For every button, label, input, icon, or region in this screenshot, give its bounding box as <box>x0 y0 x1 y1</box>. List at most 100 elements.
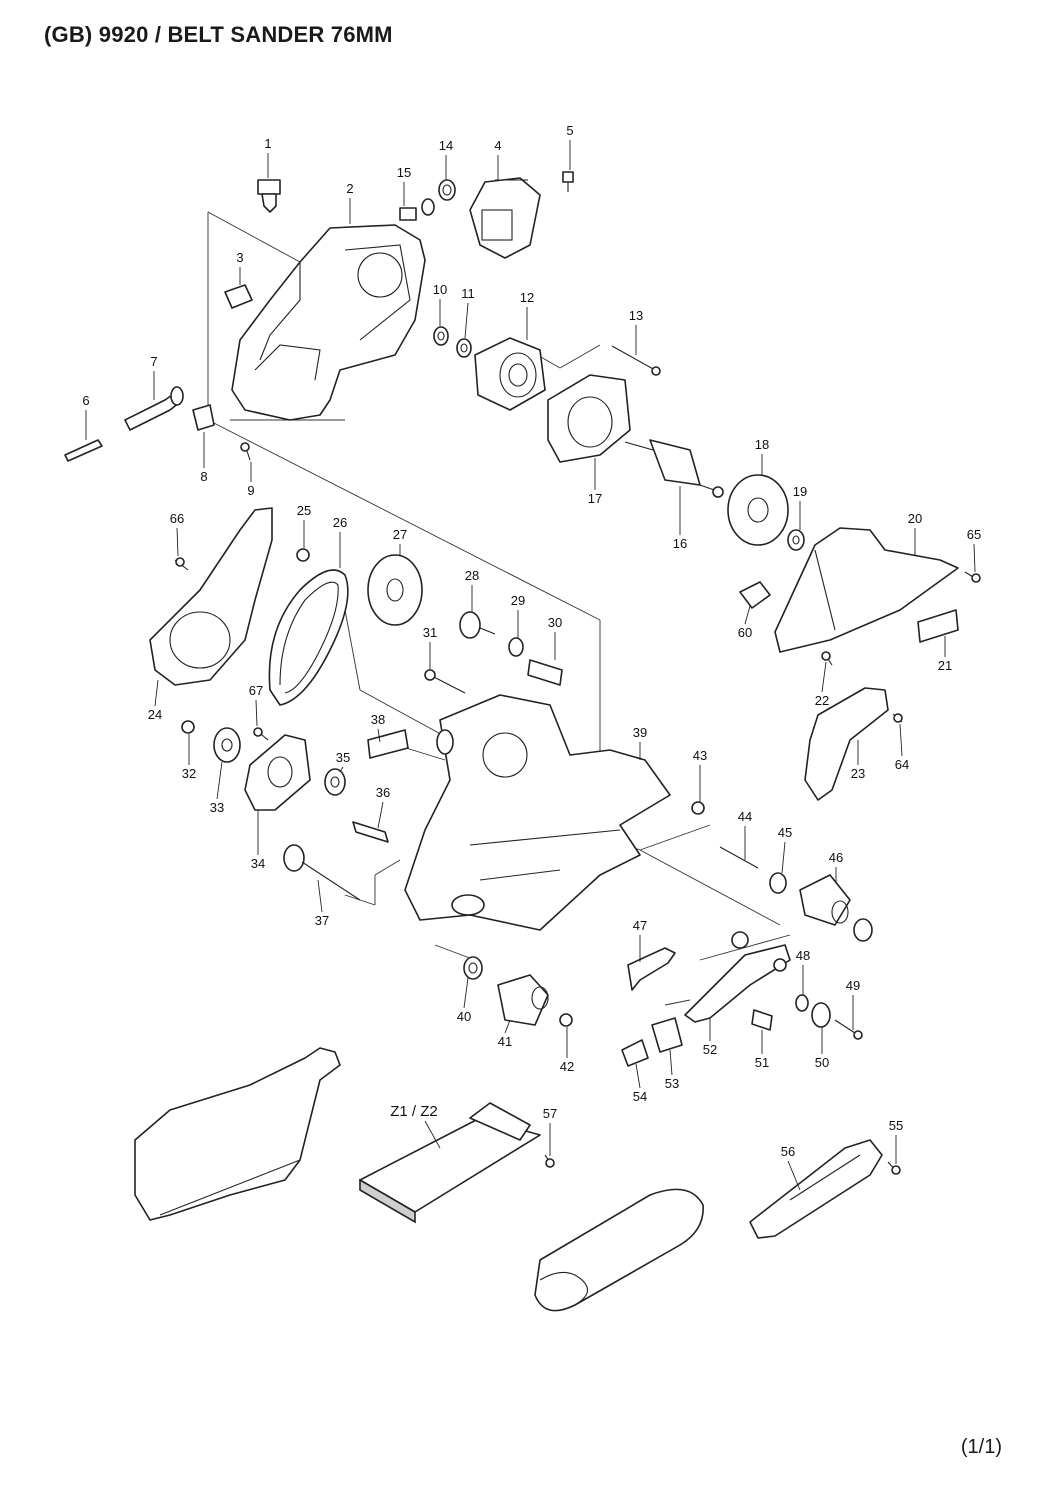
roller-part-46 <box>799 874 873 942</box>
callout-42: 42 <box>560 1059 574 1074</box>
callout-34: 34 <box>251 856 265 871</box>
callout-40: 40 <box>457 1009 471 1024</box>
spring-part-54 <box>621 1039 649 1067</box>
page-number: (1/1) <box>960 1436 1002 1458</box>
callout-7: 7 <box>150 354 157 369</box>
retaining-ring-part-43 <box>691 801 705 815</box>
roller-part-41 <box>497 974 549 1026</box>
callout-49: 49 <box>846 978 860 993</box>
carbon-brush-part <box>257 179 281 213</box>
callout-5: 5 <box>566 123 573 138</box>
base-plate-accessory <box>359 1102 541 1224</box>
brush-part-15 <box>399 198 435 221</box>
rear-cover-part <box>469 177 541 259</box>
nut-part-25 <box>296 548 310 562</box>
callout-52: 52 <box>703 1042 717 1057</box>
callout-8: 8 <box>200 469 207 484</box>
brush-cap-part <box>438 179 456 201</box>
callout-4: 4 <box>494 138 501 153</box>
nut-part-42 <box>559 1013 573 1027</box>
callout-15: 15 <box>397 165 411 180</box>
screw-part-64 <box>892 713 903 723</box>
pulley-part-33 <box>213 727 241 763</box>
callout-38: 38 <box>371 712 385 727</box>
strain-relief-part-7 <box>124 386 184 431</box>
field-coil-part <box>474 337 546 411</box>
cord-clamp-part <box>192 404 215 431</box>
switch-part <box>224 284 253 309</box>
bearing-box-part <box>244 734 311 811</box>
sleeve-part-53 <box>651 1017 683 1053</box>
callout-16: 16 <box>673 536 687 551</box>
screw-part-13 <box>611 345 661 376</box>
callout-31: 31 <box>423 625 437 640</box>
callout-25: 25 <box>297 503 311 518</box>
callout-56: 56 <box>781 1144 795 1159</box>
callout-33: 33 <box>210 800 224 815</box>
callout-43: 43 <box>693 748 707 763</box>
callout-2: 2 <box>346 181 353 196</box>
spring-part-30 <box>527 659 563 686</box>
callout-65: 65 <box>967 527 981 542</box>
dust-bag-accessory <box>134 1047 341 1221</box>
bearing-part-40 <box>463 956 483 980</box>
label-part-21 <box>917 609 959 643</box>
callout-35: 35 <box>336 750 350 765</box>
callout-13: 13 <box>629 308 643 323</box>
gear-housing-part <box>404 694 671 931</box>
bearing-part-35 <box>324 768 346 796</box>
callout-28: 28 <box>465 568 479 583</box>
callout-11: 11 <box>461 286 475 301</box>
callout-39: 39 <box>633 725 647 740</box>
belt-cover-part <box>149 507 273 686</box>
callout-54: 54 <box>633 1089 647 1104</box>
callout-30: 30 <box>548 615 562 630</box>
page-title: (GB) 9920 / BELT SANDER 76MM <box>44 22 393 47</box>
callout-10: 10 <box>433 282 447 297</box>
callout-41: 41 <box>498 1034 512 1049</box>
pin-part-44 <box>719 846 759 869</box>
cord-part-6 <box>64 439 103 462</box>
sleeve-part-50 <box>811 1002 831 1028</box>
callout-55: 55 <box>889 1118 903 1133</box>
screw-part-57 <box>544 1154 555 1168</box>
callout-24: 24 <box>148 707 162 722</box>
callout-26: 26 <box>333 515 347 530</box>
label-part-38 <box>367 729 409 759</box>
callout-53: 53 <box>665 1076 679 1091</box>
ruler-part-56 <box>749 1139 883 1239</box>
callout-36: 36 <box>376 785 390 800</box>
spiral-gear-part <box>352 821 389 843</box>
callout-32: 32 <box>182 766 196 781</box>
screw-part-22 <box>821 651 833 666</box>
clip-part-60 <box>739 581 771 609</box>
callout-12: 12 <box>520 290 534 305</box>
nut-part-32 <box>181 720 195 734</box>
bolt-part-31 <box>424 669 466 694</box>
callout-labels: 1 2 3 4 5 6 7 8 9 10 11 12 13 14 15 16 1… <box>82 123 981 1191</box>
callout-44: 44 <box>738 809 752 824</box>
bearing-part-10 <box>433 326 449 346</box>
callout-18: 18 <box>755 437 769 452</box>
plate-part-52 <box>684 931 791 1023</box>
washer-part-11 <box>456 338 472 358</box>
ring-part-45 <box>769 872 787 894</box>
callout-22: 22 <box>815 693 829 708</box>
screw-part-9 <box>240 442 251 461</box>
callout-6: 6 <box>82 393 89 408</box>
screw-part-49 <box>834 1019 863 1040</box>
callout-20: 20 <box>908 511 922 526</box>
handle-part <box>774 527 959 653</box>
pulley-part-28 <box>459 611 496 639</box>
screw-part-5 <box>562 171 574 192</box>
callout-45: 45 <box>778 825 792 840</box>
armature-part <box>624 439 724 498</box>
callout-66: 66 <box>170 511 184 526</box>
callout-50: 50 <box>815 1055 829 1070</box>
baffle-plate-part <box>547 374 631 463</box>
shaft-part-37 <box>283 844 361 901</box>
callout-67: 67 <box>249 683 263 698</box>
lever-part <box>804 687 889 801</box>
callout-51: 51 <box>755 1055 769 1070</box>
callout-27: 27 <box>393 527 407 542</box>
